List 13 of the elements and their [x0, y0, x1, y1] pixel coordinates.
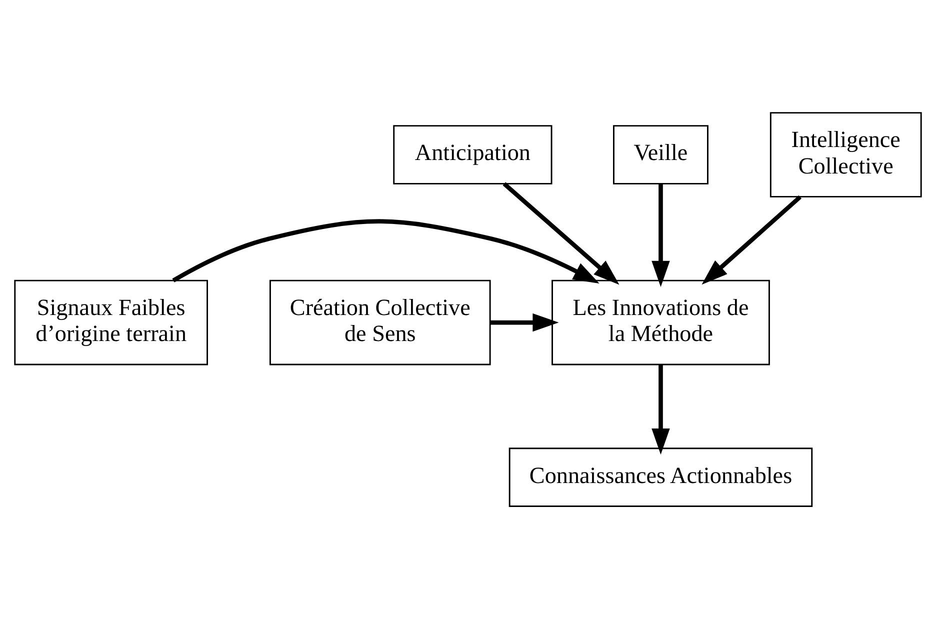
node-box: Les Innovations de la Méthode	[552, 280, 770, 366]
node-box: Anticipation	[393, 125, 552, 184]
arrow	[652, 184, 670, 287]
arrow	[172, 219, 600, 284]
node-box: Veille	[613, 125, 708, 184]
arrow	[652, 364, 670, 455]
node-box: Intelligence Collective	[770, 112, 922, 198]
arrow	[702, 195, 802, 285]
arrow	[502, 182, 620, 285]
node-box: Connaissances Actionnables	[508, 448, 813, 507]
node-box: Signaux Faibles d’origine terrain	[14, 280, 208, 366]
arrow	[490, 313, 559, 332]
node-box: Création Collective de Sens	[269, 280, 491, 366]
